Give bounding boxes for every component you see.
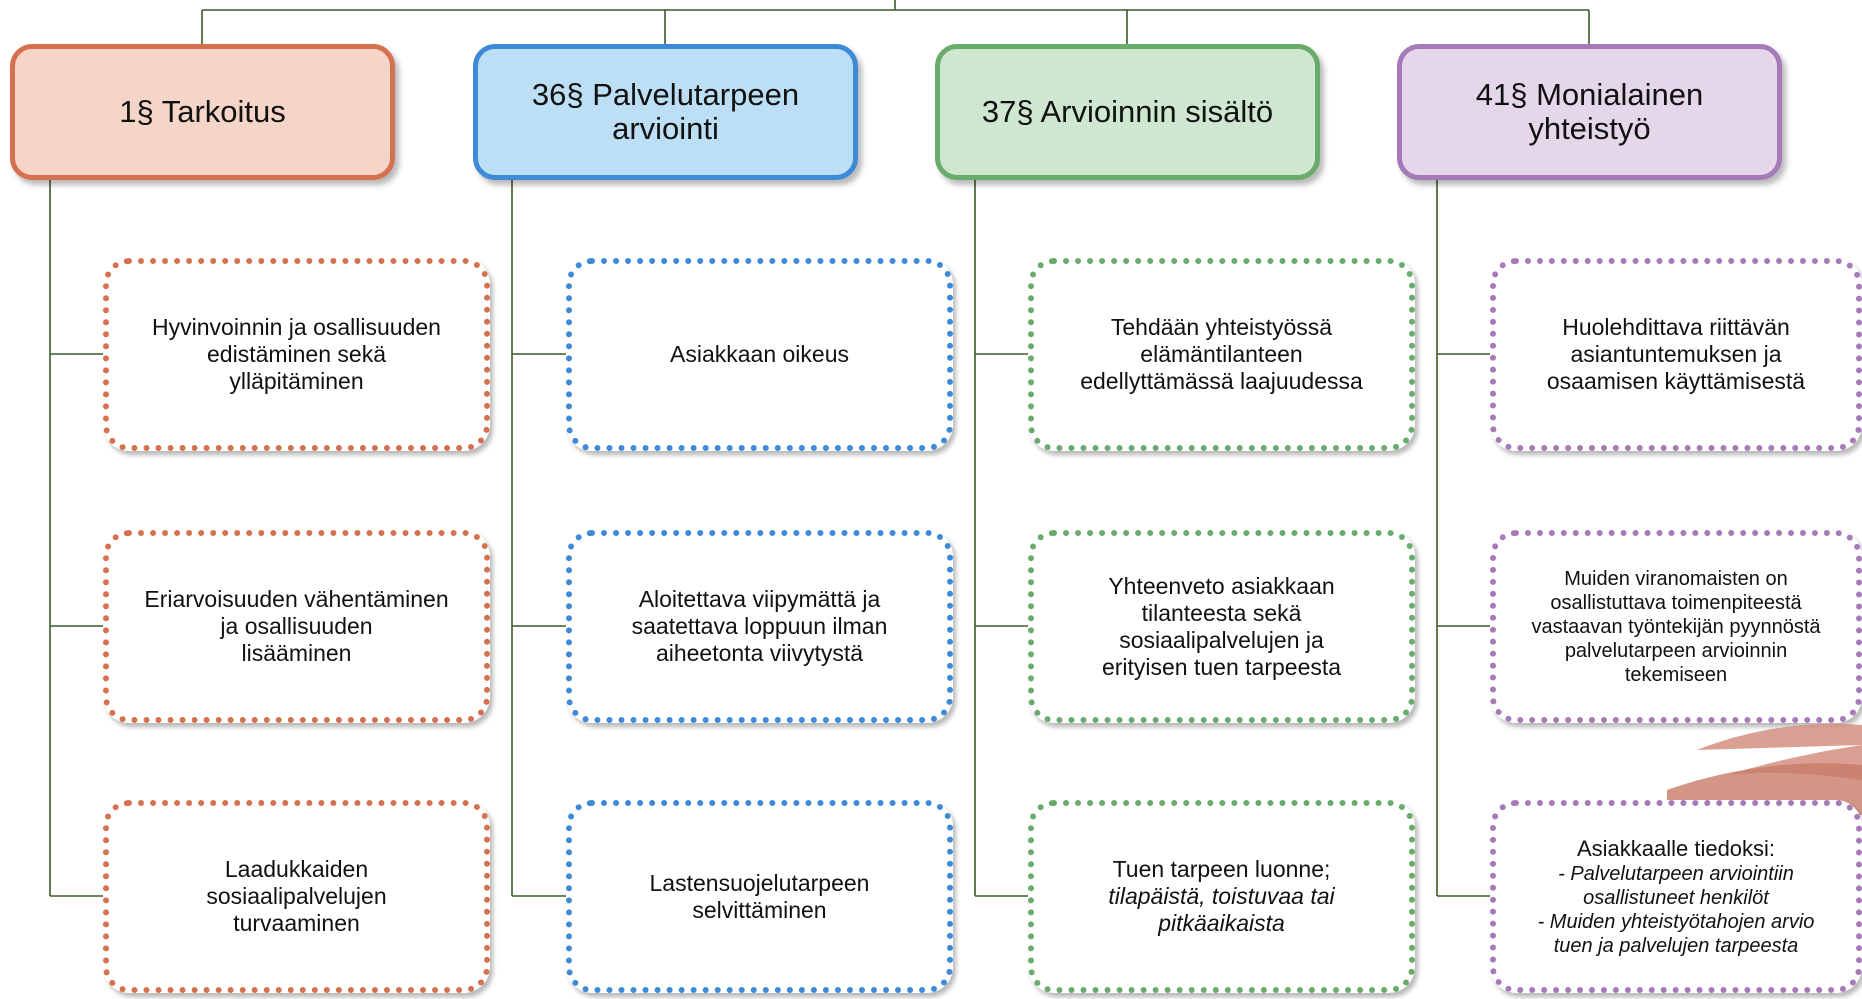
heading-tarkoitus: 1§ Tarkoitus	[10, 44, 395, 180]
card-palvelutarve-1: Asiakkaan oikeus	[566, 258, 953, 451]
heading-palvelutarpeen-arviointi: 36§ Palvelutarpeen arviointi	[473, 44, 858, 180]
card-sisalto-3: Tuen tarpeen luonne; tilapäistä, toistuv…	[1028, 800, 1415, 993]
heading-arvioinnin-sisalto: 37§ Arvioinnin sisältö	[935, 44, 1320, 180]
heading-monialainen-yhteistyo: 41§ Monialainen yhteistyö	[1397, 44, 1782, 180]
card-yhteistyo-3: Asiakkaalle tiedoksi: - Palvelutarpeen a…	[1490, 800, 1862, 993]
